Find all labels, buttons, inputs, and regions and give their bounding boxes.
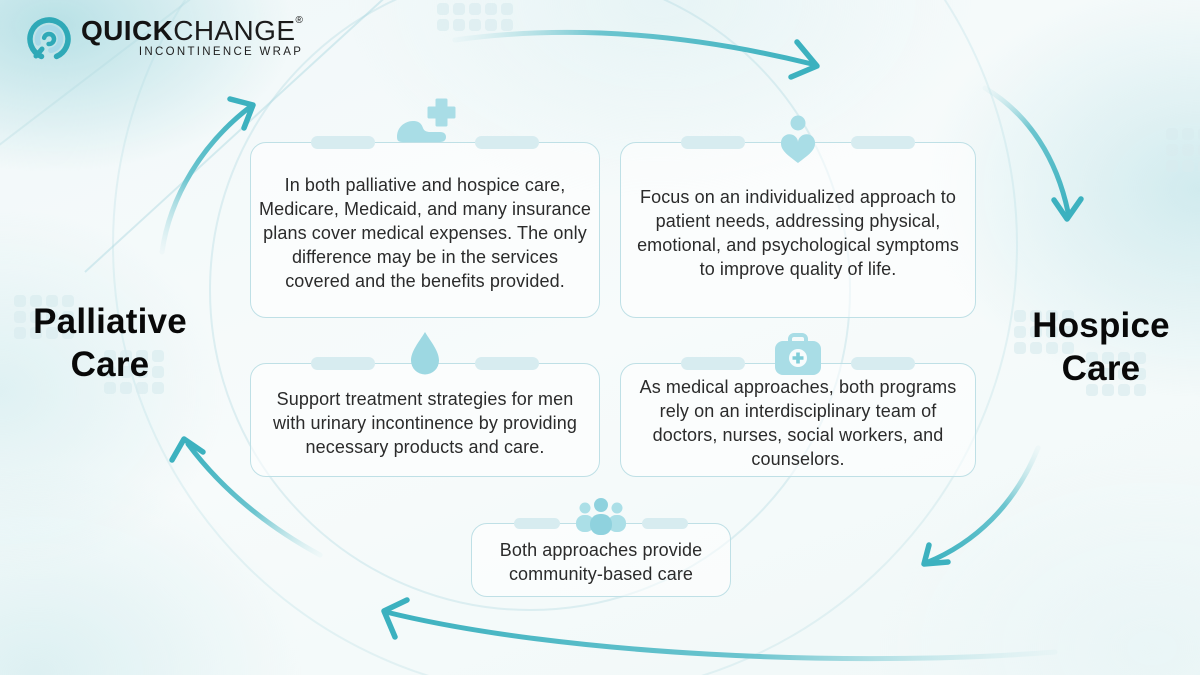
quickchange-swirl-icon [26, 16, 72, 67]
dot-grid [1166, 128, 1200, 172]
card-interdisciplinary-team: As medical approaches, both programs rel… [620, 333, 976, 477]
brand-name: QUICKCHANGE® [81, 15, 304, 46]
card-insurance: In both palliative and hospice care, Med… [250, 98, 600, 318]
registered-mark: ® [295, 15, 304, 26]
hand-plus-icon [393, 97, 457, 147]
dot-grid [1014, 310, 1074, 354]
pill-decoration [851, 136, 915, 149]
pill-decoration [642, 518, 688, 529]
pill-decoration [681, 136, 745, 149]
card-text: Focus on an individualized approach to p… [637, 186, 959, 280]
person-heart-icon [776, 115, 820, 165]
card-text: Support treatment strategies for men wit… [273, 388, 577, 458]
dot-grid [1086, 352, 1146, 396]
pill-decoration [475, 357, 539, 370]
pill-decoration [475, 136, 539, 149]
first-aid-kit-icon [773, 332, 823, 378]
dot-grid [104, 350, 164, 394]
pill-decoration [311, 136, 375, 149]
brand-logo: QUICKCHANGE® INCONTINENCE WRAP [26, 16, 303, 67]
pill-decoration [311, 357, 375, 370]
pill-decoration [514, 518, 560, 529]
brand-tagline: INCONTINENCE WRAP [138, 46, 304, 59]
card-text: Both approaches provide community-based … [499, 539, 703, 584]
card-incontinence-support: Support treatment strategies for men wit… [250, 332, 600, 477]
hospice-care-title: Hospice Care [1032, 306, 1170, 389]
pill-decoration [851, 357, 915, 370]
brand-text: QUICKCHANGE® INCONTINENCE WRAP [81, 15, 304, 59]
dot-grid [14, 295, 74, 339]
dot-grid [437, 3, 513, 31]
card-text: As medical approaches, both programs rel… [639, 376, 957, 470]
pill-decoration [681, 357, 745, 370]
people-group-icon [574, 497, 628, 537]
card-text: In both palliative and hospice care, Med… [259, 174, 591, 292]
palliative-care-title: Palliative Care [33, 302, 187, 385]
card-individualized-approach: Focus on an individualized approach to p… [620, 115, 976, 318]
droplet-icon [408, 330, 442, 376]
card-community-care: Both approaches provide community-based … [471, 498, 731, 597]
